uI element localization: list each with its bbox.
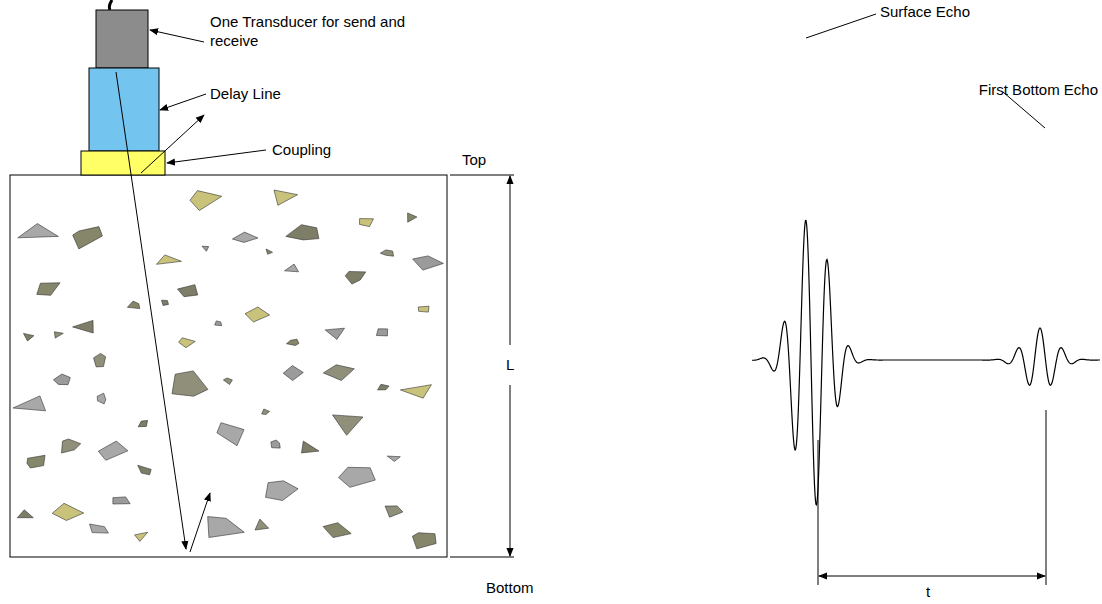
aggregate	[157, 255, 182, 264]
transducer	[96, 10, 148, 68]
aggregate	[245, 307, 270, 322]
aggregate	[418, 306, 429, 312]
aggregate	[376, 329, 387, 336]
aggregate	[73, 227, 103, 249]
aggregate	[17, 510, 33, 518]
extension-line	[450, 557, 514, 558]
aggregate-texture	[13, 190, 443, 549]
aggregate	[287, 339, 299, 345]
extension-line	[450, 175, 514, 176]
aggregate	[408, 213, 417, 222]
aggregate	[127, 301, 139, 309]
aggregate	[208, 517, 245, 538]
aggregate	[190, 191, 222, 211]
aggregate	[138, 420, 147, 426]
aggregate	[94, 353, 106, 367]
aggregate	[283, 366, 303, 381]
aggregate	[202, 246, 209, 251]
aggregate	[97, 393, 106, 404]
part-label: t	[926, 582, 930, 601]
aggregate	[18, 224, 59, 238]
cable	[109, 0, 112, 10]
aggregate	[400, 385, 431, 399]
dimension-line	[510, 385, 511, 556]
aggregate	[360, 219, 374, 227]
part-label: Coupling	[272, 140, 331, 159]
leader-line	[160, 94, 206, 110]
aggregate	[323, 523, 351, 538]
aggregate	[24, 333, 34, 341]
aggregate	[54, 332, 63, 338]
aggregate	[73, 320, 94, 333]
leader-line	[806, 14, 876, 38]
aggregate	[90, 524, 109, 533]
incident-wave	[116, 72, 186, 549]
aggregate	[13, 396, 46, 411]
aggregate	[412, 533, 436, 549]
aggregate	[387, 456, 400, 461]
aggregate	[385, 506, 403, 517]
aggregate	[178, 285, 198, 297]
aggregate	[172, 371, 208, 396]
leader-line	[150, 30, 204, 42]
aggregate	[138, 465, 152, 475]
leader-line	[167, 150, 266, 163]
aggregate	[286, 225, 319, 240]
aggregate	[37, 283, 60, 296]
dimension-line	[510, 176, 511, 345]
aggregate	[113, 497, 130, 504]
reflected-wave	[190, 493, 210, 552]
part-label: Delay Line	[210, 84, 281, 103]
aggregate	[62, 439, 81, 453]
aggregate	[266, 481, 299, 501]
aggregate	[302, 441, 320, 453]
echo-waveform	[752, 221, 1100, 505]
surface-reflection	[141, 115, 204, 173]
aggregate	[53, 374, 70, 385]
concrete-specimen	[10, 175, 447, 557]
part-label: One Transducer for send and receive	[210, 12, 450, 50]
aggregate	[378, 384, 389, 390]
extension-line	[818, 440, 819, 585]
aggregate	[223, 378, 232, 385]
aggregate	[27, 455, 45, 468]
part-label: First Bottom Echo	[979, 80, 1098, 99]
aggregate	[285, 264, 299, 272]
delay-line	[89, 68, 159, 151]
aggregate	[380, 250, 393, 256]
aggregate	[232, 232, 258, 242]
aggregate	[271, 440, 280, 448]
aggregate	[266, 249, 272, 254]
dimension-line	[819, 576, 1045, 577]
part-label: L	[503, 355, 517, 374]
aggregate	[217, 423, 244, 446]
part-label: Surface Echo	[880, 2, 970, 21]
aggregate	[52, 503, 83, 520]
aggregate	[274, 190, 298, 205]
aggregate	[135, 532, 148, 541]
part-label: Top	[462, 150, 486, 169]
aggregate	[333, 415, 364, 435]
aggregate	[162, 300, 169, 305]
aggregate	[323, 365, 354, 381]
aggregate	[215, 321, 222, 326]
aggregate	[339, 467, 376, 487]
aggregate	[345, 272, 366, 285]
aggregate	[262, 409, 270, 415]
aggregate	[179, 338, 196, 348]
part-label: Bottom	[486, 578, 534, 597]
aggregate	[325, 328, 344, 339]
extension-line	[1046, 410, 1047, 585]
aggregate	[255, 519, 269, 530]
aggregate	[98, 441, 128, 460]
aggregate	[413, 256, 444, 270]
